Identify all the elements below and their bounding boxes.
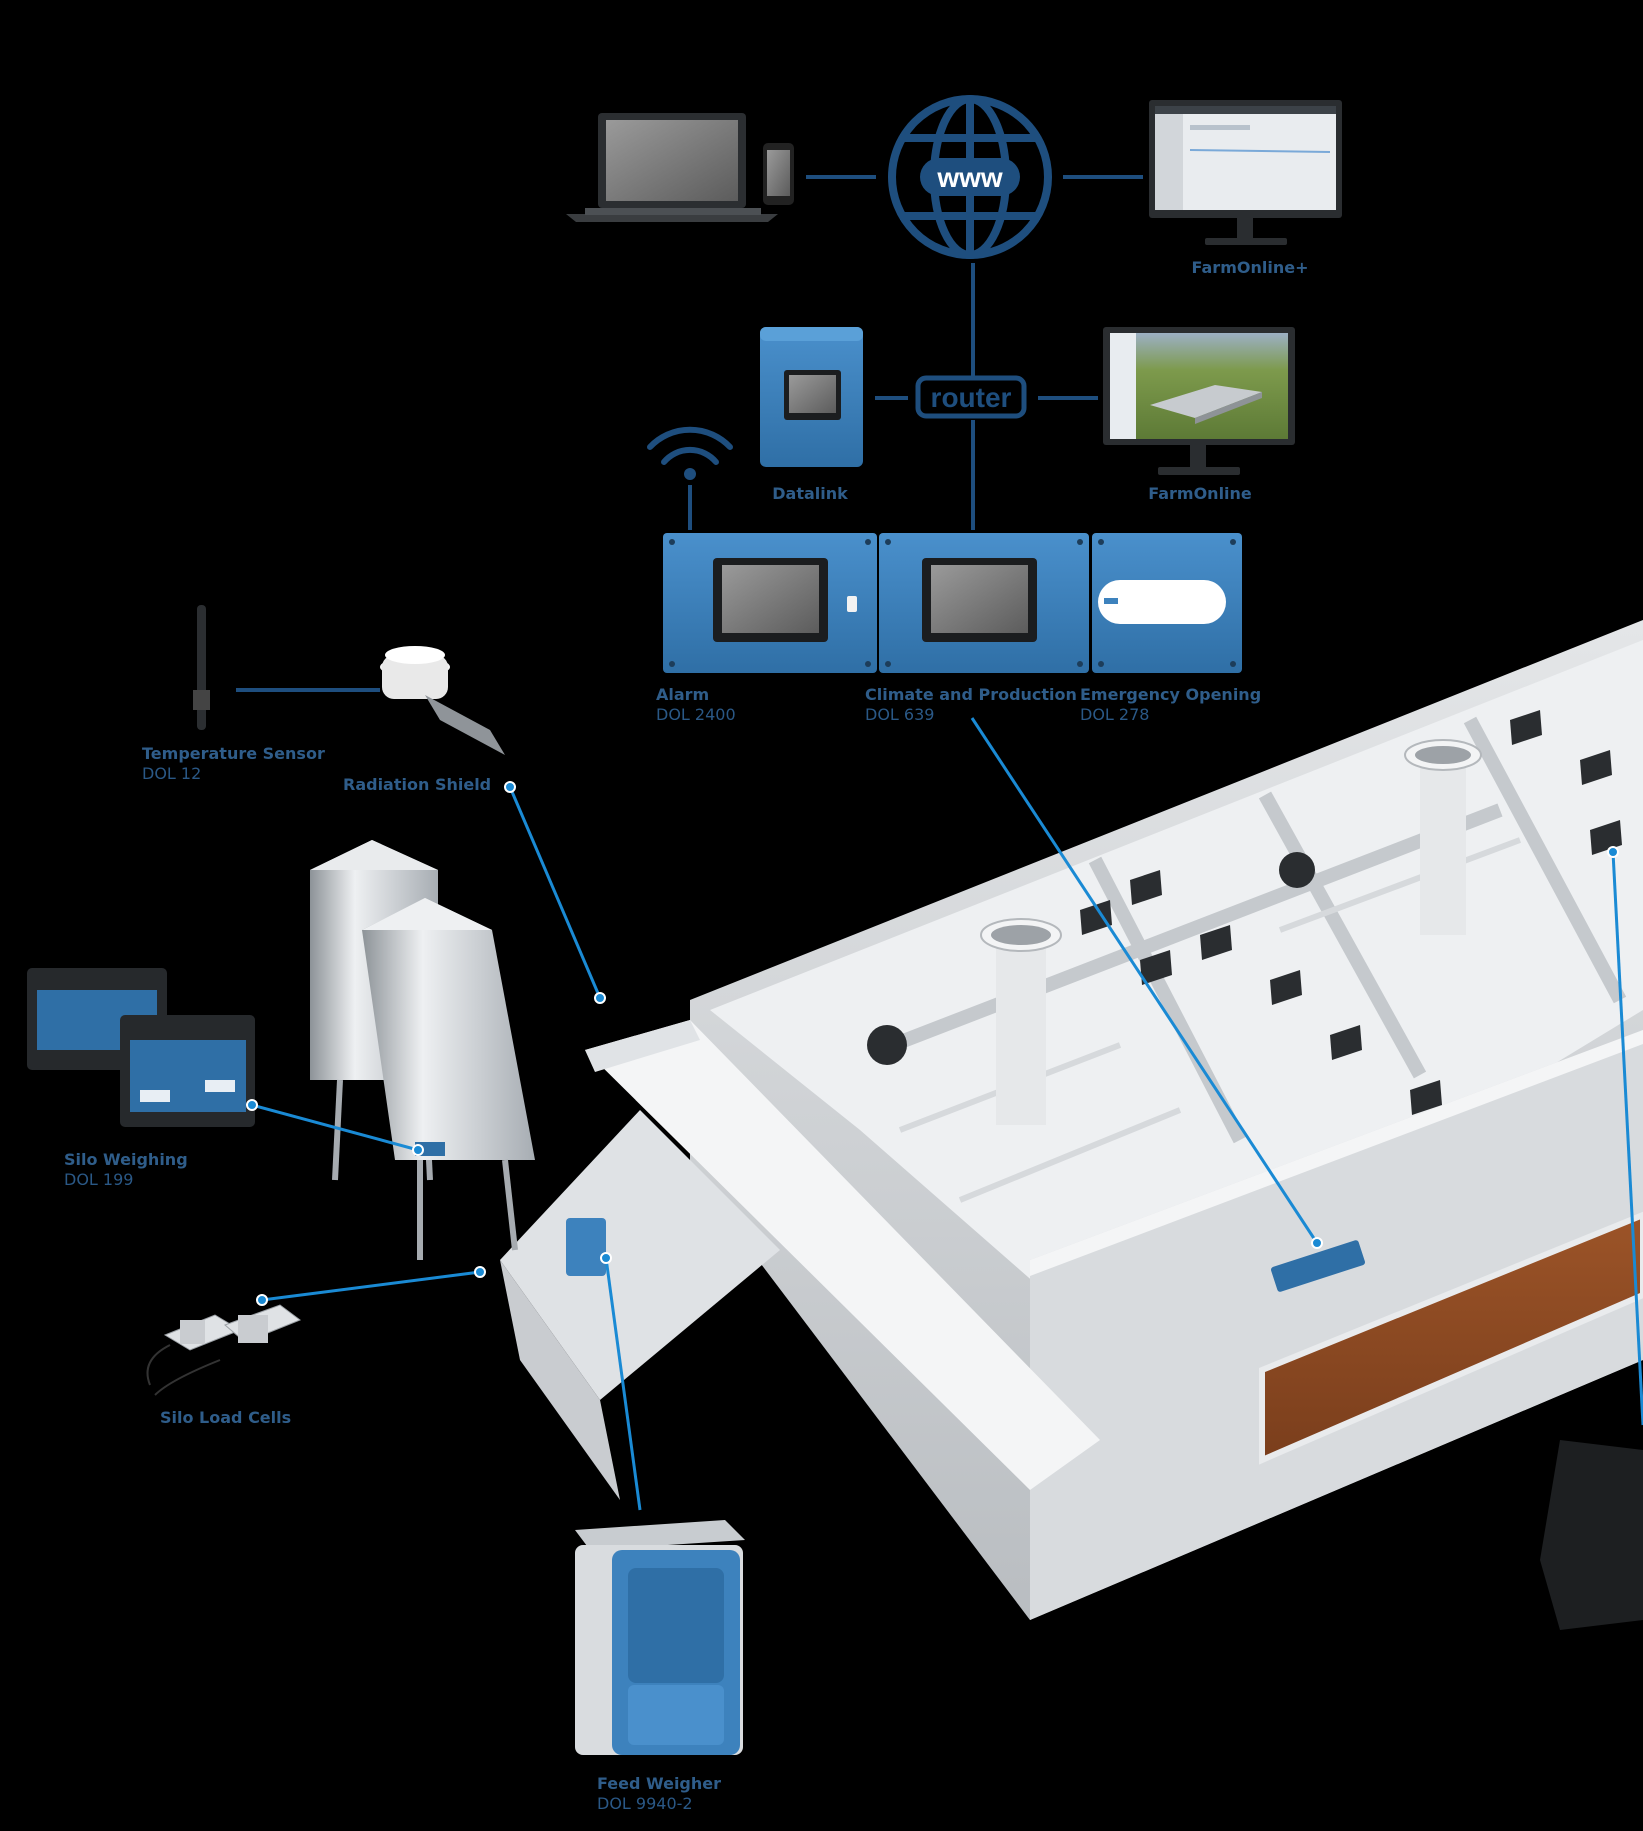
silo-weighing-unit-icon: [120, 1015, 255, 1127]
label-farmonline: FarmOnline: [1135, 484, 1265, 504]
alarm-controller-icon: [663, 533, 877, 673]
label-emergency-opening: Emergency Opening DOL 278: [1080, 685, 1261, 725]
farmonline-monitor-icon: [1103, 327, 1295, 475]
router-label: router: [931, 382, 1012, 413]
feed-weigher-icon: [575, 1520, 745, 1755]
label-silo-weighing: Silo Weighing DOL 199: [64, 1150, 188, 1190]
laptop-icon: [566, 113, 778, 222]
radiation-shield-icon: [380, 646, 505, 755]
phone-icon: [763, 143, 794, 205]
emergency-opening-icon: [1092, 533, 1242, 673]
label-silo-load-cells: Silo Load Cells: [160, 1408, 291, 1428]
label-temperature-sensor: Temperature Sensor DOL 12: [142, 744, 325, 784]
label-alarm: Alarm DOL 2400: [656, 685, 736, 725]
label-datalink: Datalink: [745, 484, 875, 504]
label-farmonline-plus: FarmOnline+: [1185, 258, 1315, 278]
feed-silo-icon: [362, 898, 535, 1260]
wifi-icon: [650, 430, 730, 480]
www-badge: www: [920, 158, 1020, 196]
barn-building: [500, 620, 1643, 1630]
hopper-icon: [1540, 1440, 1643, 1630]
www-label: www: [936, 162, 1003, 193]
datalink-device-icon: [760, 327, 863, 467]
wall-fan: [867, 1025, 907, 1065]
temperature-sensor-icon: [193, 605, 210, 730]
router-badge: router: [918, 378, 1024, 416]
feed-weigher-installed: [566, 1218, 606, 1276]
silo-load-cell-icon: [148, 1305, 301, 1395]
farmonline-plus-monitor-icon: [1149, 100, 1342, 245]
label-feed-weigher: Feed Weigher DOL 9940-2: [597, 1774, 721, 1814]
label-climate-production: Climate and Production DOL 639: [865, 685, 1077, 725]
wall-fan: [1279, 852, 1315, 888]
label-radiation-shield: Radiation Shield: [343, 775, 491, 795]
climate-controller-icon: [879, 533, 1089, 673]
